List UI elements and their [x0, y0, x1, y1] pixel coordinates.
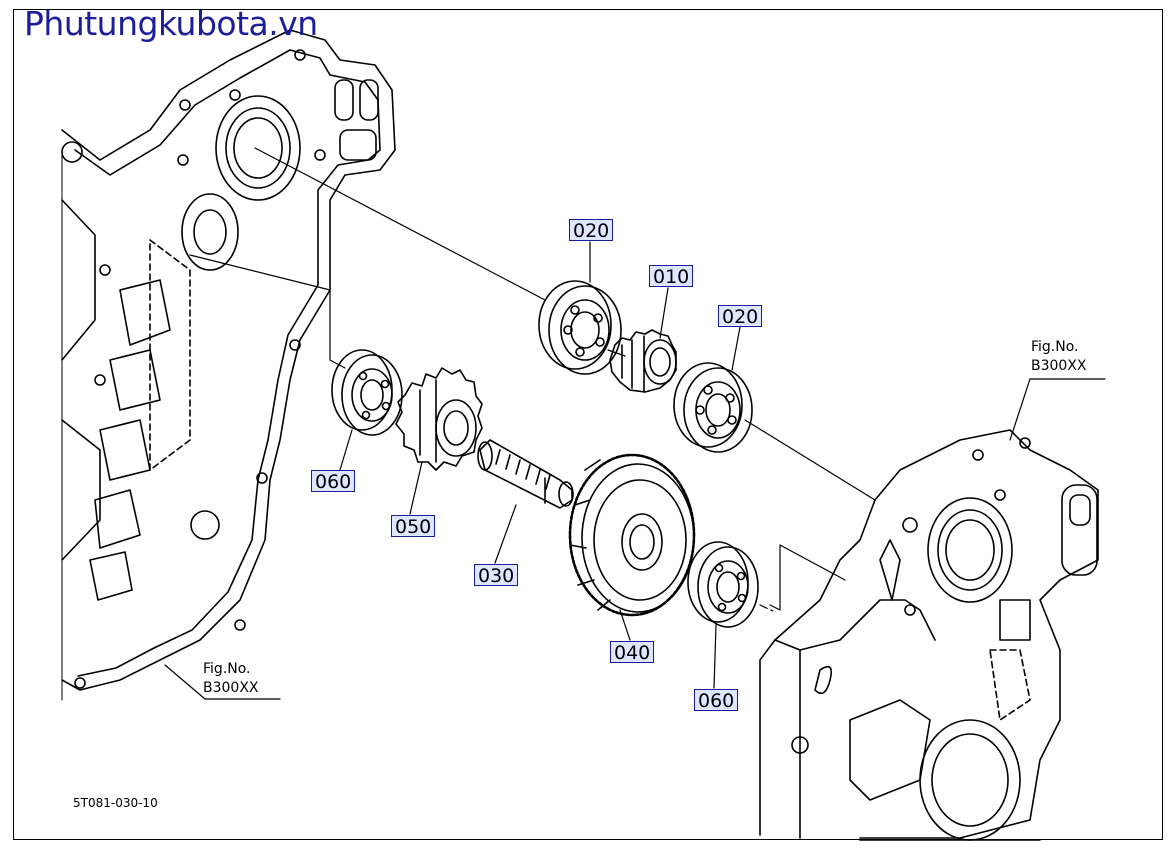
bearing-060-left [331, 349, 403, 436]
gear-050 [395, 367, 483, 471]
gear-010 [609, 329, 677, 393]
callout-050: 050 [391, 515, 436, 538]
figure-reference-right: Fig.No. B300XX [1031, 338, 1087, 376]
bearing-020-upper [538, 280, 622, 375]
site-watermark: Phutungkubota.vn [24, 4, 318, 43]
figure-reference-label: Fig.No. [203, 661, 251, 677]
figure-reference-left: Fig.No. B300XX [203, 660, 259, 698]
axis-lines [189, 147, 876, 613]
callout-040: 040 [610, 641, 655, 664]
callout-060-left: 060 [311, 470, 356, 493]
gear-040 [568, 453, 696, 617]
figure-reference-number: B300XX [1031, 358, 1087, 374]
shaft-030 [477, 439, 574, 509]
leader-lines [164, 241, 1106, 700]
bearing-020-lower [673, 362, 753, 453]
figure-reference-label: Fig.No. [1031, 339, 1079, 355]
right-housing [759, 429, 1099, 841]
callout-030: 030 [474, 564, 519, 587]
left-housing [61, 29, 396, 701]
callout-060-right: 060 [694, 689, 739, 712]
drawing-frame [13, 9, 1163, 840]
callout-020-upper: 020 [569, 219, 614, 242]
bearing-060-right [687, 541, 759, 628]
callout-010: 010 [649, 265, 694, 288]
callout-020-lower: 020 [718, 305, 763, 328]
drawing-code: 5T081-030-10 [73, 796, 158, 810]
figure-reference-number: B300XX [203, 680, 259, 696]
